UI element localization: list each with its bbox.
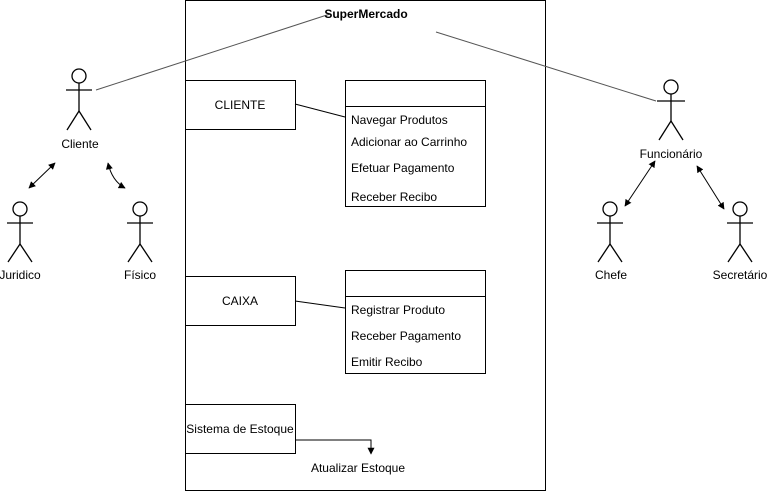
actor-label-funcionario: Funcionário bbox=[640, 147, 703, 161]
stick-figure-icon bbox=[7, 201, 33, 263]
block-cliente[interactable]: CLIENTE bbox=[185, 80, 296, 130]
operations-cliente: Navegar Produtos Adicionar ao Carrinho E… bbox=[345, 80, 486, 207]
block-caixa-box bbox=[185, 276, 296, 326]
operation-item[interactable]: Adicionar ao Carrinho bbox=[351, 135, 467, 149]
link-cliente-juridico bbox=[28, 162, 56, 189]
actor-label-chefe: Chefe bbox=[595, 268, 627, 282]
actor-funcionario[interactable]: Funcionário bbox=[640, 79, 703, 161]
operations-cliente-box bbox=[345, 80, 486, 207]
actor-fisico[interactable]: Físico bbox=[124, 201, 156, 282]
block-caixa[interactable]: CAIXA bbox=[185, 276, 296, 326]
system-title: SuperMercado bbox=[324, 7, 407, 21]
connector-caixa-operations bbox=[294, 300, 346, 309]
block-caixa-label: CAIXA bbox=[222, 294, 258, 308]
block-estoque[interactable]: Sistema de Estoque bbox=[185, 404, 296, 454]
actor-label-juridico: Juridico bbox=[0, 268, 41, 282]
association-line-funcionario bbox=[435, 31, 657, 102]
link-funcionario-chefe bbox=[624, 160, 656, 207]
association-line-cliente bbox=[95, 13, 331, 91]
stick-figure-icon bbox=[727, 201, 753, 263]
operation-item[interactable]: Receber Pagamento bbox=[351, 329, 461, 343]
connector-cliente-operations bbox=[294, 103, 346, 118]
link-funcionario-secretario bbox=[696, 165, 725, 210]
actor-chefe[interactable]: Chefe bbox=[595, 201, 627, 282]
stick-figure-icon bbox=[66, 68, 92, 131]
operations-caixa: Registrar Produto Receber Pagamento Emit… bbox=[345, 270, 486, 374]
block-estoque-box bbox=[185, 404, 296, 454]
block-cliente-label: CLIENTE bbox=[215, 98, 266, 112]
stick-figure-icon bbox=[657, 79, 685, 141]
operation-item[interactable]: Navegar Produtos bbox=[351, 113, 448, 127]
block-cliente-box bbox=[185, 80, 296, 130]
action-atualizar-estoque[interactable]: Atualizar Estoque bbox=[311, 461, 405, 475]
operation-item[interactable]: Receber Recibo bbox=[351, 190, 437, 204]
actor-label-secretario: Secretário bbox=[713, 268, 768, 282]
operations-caixa-box bbox=[345, 270, 486, 374]
link-cliente-fisico bbox=[105, 162, 126, 189]
actor-label-fisico: Físico bbox=[124, 268, 156, 282]
actor-cliente[interactable]: Cliente bbox=[61, 68, 99, 151]
block-estoque-label: Sistema de Estoque bbox=[186, 422, 294, 436]
actor-secretario[interactable]: Secretário bbox=[713, 201, 768, 282]
actor-juridico[interactable]: Juridico bbox=[0, 201, 41, 282]
operation-item[interactable]: Registrar Produto bbox=[351, 303, 445, 317]
operation-item[interactable]: Efetuar Pagamento bbox=[351, 161, 455, 175]
actor-label-cliente: Cliente bbox=[61, 137, 99, 151]
operation-item[interactable]: Emitir Recibo bbox=[351, 355, 423, 369]
arrow-estoque-action bbox=[295, 439, 375, 455]
stick-figure-icon bbox=[597, 201, 623, 263]
stick-figure-icon bbox=[127, 201, 153, 263]
